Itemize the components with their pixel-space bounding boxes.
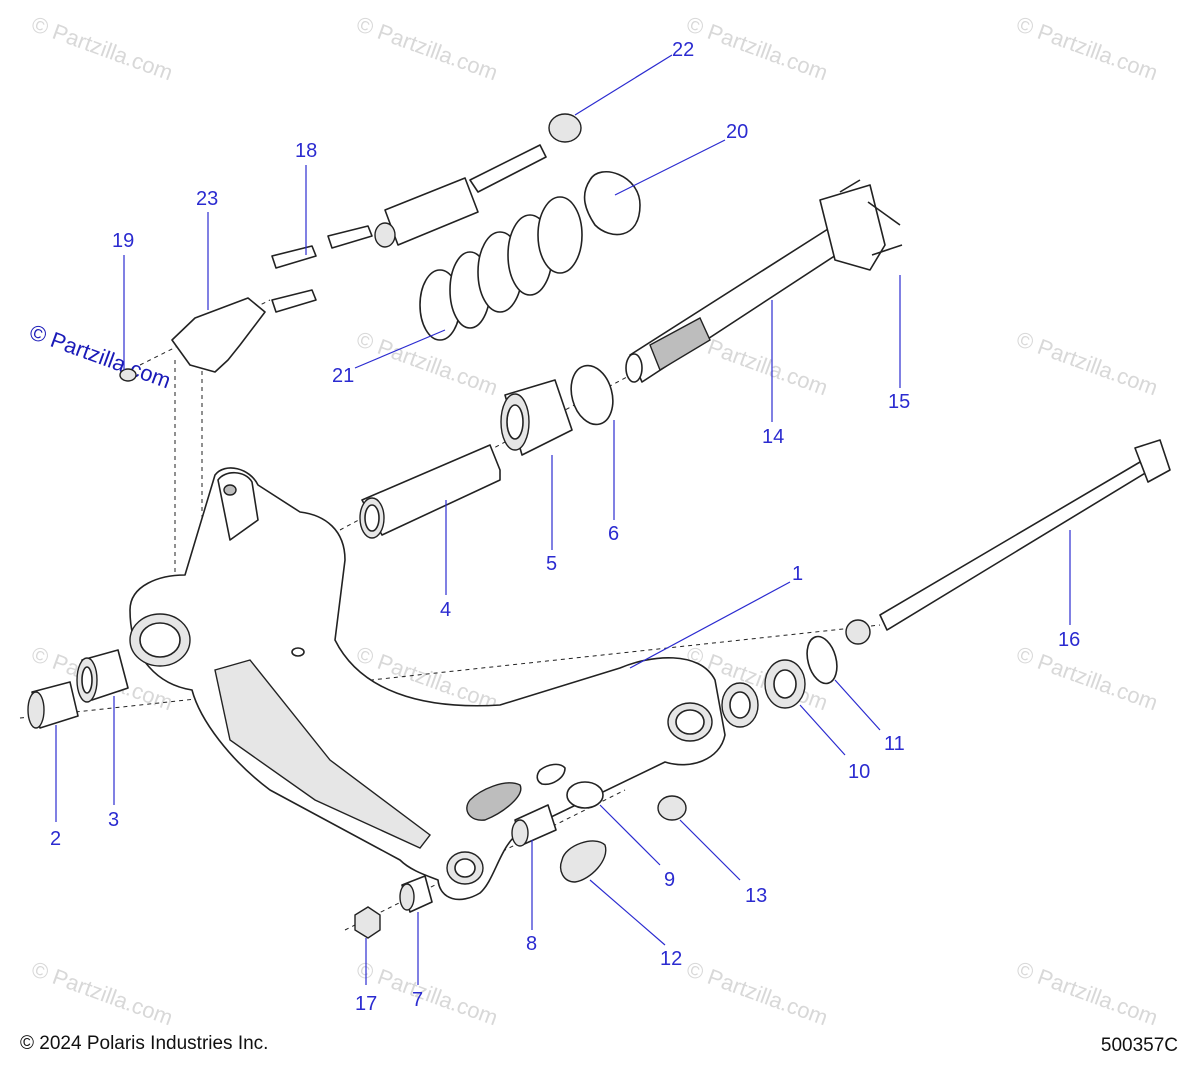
part-23-bracket [171, 297, 266, 373]
part-20-spring-retainer [583, 170, 641, 236]
watermark: © Partzilla.com [1013, 11, 1161, 85]
watermark: © Partzilla.com [353, 11, 501, 85]
part-4-sleeve [359, 444, 501, 539]
part-16-pivot-bolt [845, 439, 1171, 645]
callout-14: 14 [762, 426, 784, 448]
callout-7: 7 [412, 989, 423, 1011]
callout-2: 2 [50, 828, 61, 850]
callout-16: 16 [1058, 629, 1080, 651]
part-6-snap-ring [570, 364, 614, 426]
callout-20: 20 [726, 121, 748, 143]
watermark: © Partzilla.com [28, 956, 176, 1030]
leader-lines [55, 54, 1071, 985]
part-15-hub [819, 179, 903, 271]
part-17-nut [354, 906, 381, 939]
callout-6: 6 [608, 523, 619, 545]
callout-13: 13 [745, 885, 767, 907]
part-5-bearing [500, 379, 573, 456]
copyright-notice: © 2024 Polaris Industries Inc. [20, 1033, 269, 1054]
callout-21: 21 [332, 365, 354, 387]
callout-3: 3 [108, 809, 119, 831]
watermark-layer: © Partzilla.com © Partzilla.com © Partzi… [26, 11, 1161, 1030]
callout-1: 1 [792, 563, 803, 585]
part-22-shock [374, 113, 582, 248]
part-7-bushing [399, 875, 433, 913]
part-10-bearings [721, 659, 806, 728]
part-9-washer [566, 781, 604, 809]
watermark: © Partzilla.com [1013, 641, 1161, 715]
callout-8: 8 [526, 933, 537, 955]
diagram-number: 500357C [1100, 1035, 1178, 1056]
callout-23: 23 [196, 188, 218, 210]
callout-19: 19 [112, 230, 134, 252]
part-14-shaft [625, 214, 863, 383]
callout-12: 12 [660, 948, 682, 970]
part-12-cap [559, 840, 607, 883]
part-11-snap-ring [806, 635, 838, 685]
callout-17: 17 [355, 993, 377, 1015]
watermark-prominent: © Partzilla.com [26, 319, 174, 393]
part-13-plug [657, 795, 687, 821]
callout-15: 15 [888, 391, 910, 413]
callout-10: 10 [848, 761, 870, 783]
callout-4: 4 [440, 599, 451, 621]
part-2-bushing [27, 681, 79, 729]
callout-22: 22 [672, 39, 694, 61]
watermark: © Partzilla.com [683, 956, 831, 1030]
watermark: © Partzilla.com [28, 11, 176, 85]
part-18-bolts [271, 225, 373, 313]
callout-9: 9 [664, 869, 675, 891]
part-21-spring [419, 196, 583, 341]
part-8-bushing [511, 804, 557, 847]
part-19-nut [119, 368, 137, 382]
watermark: © Partzilla.com [1013, 326, 1161, 400]
callouts: 1 2 3 4 5 6 7 8 9 10 11 12 13 14 15 16 1… [50, 39, 1080, 1015]
callout-11: 11 [884, 733, 905, 755]
watermark: © Partzilla.com [1013, 956, 1161, 1030]
callout-18: 18 [295, 140, 317, 162]
part-3-bearing [76, 649, 129, 703]
callout-5: 5 [546, 553, 557, 575]
watermark: © Partzilla.com [683, 11, 831, 85]
